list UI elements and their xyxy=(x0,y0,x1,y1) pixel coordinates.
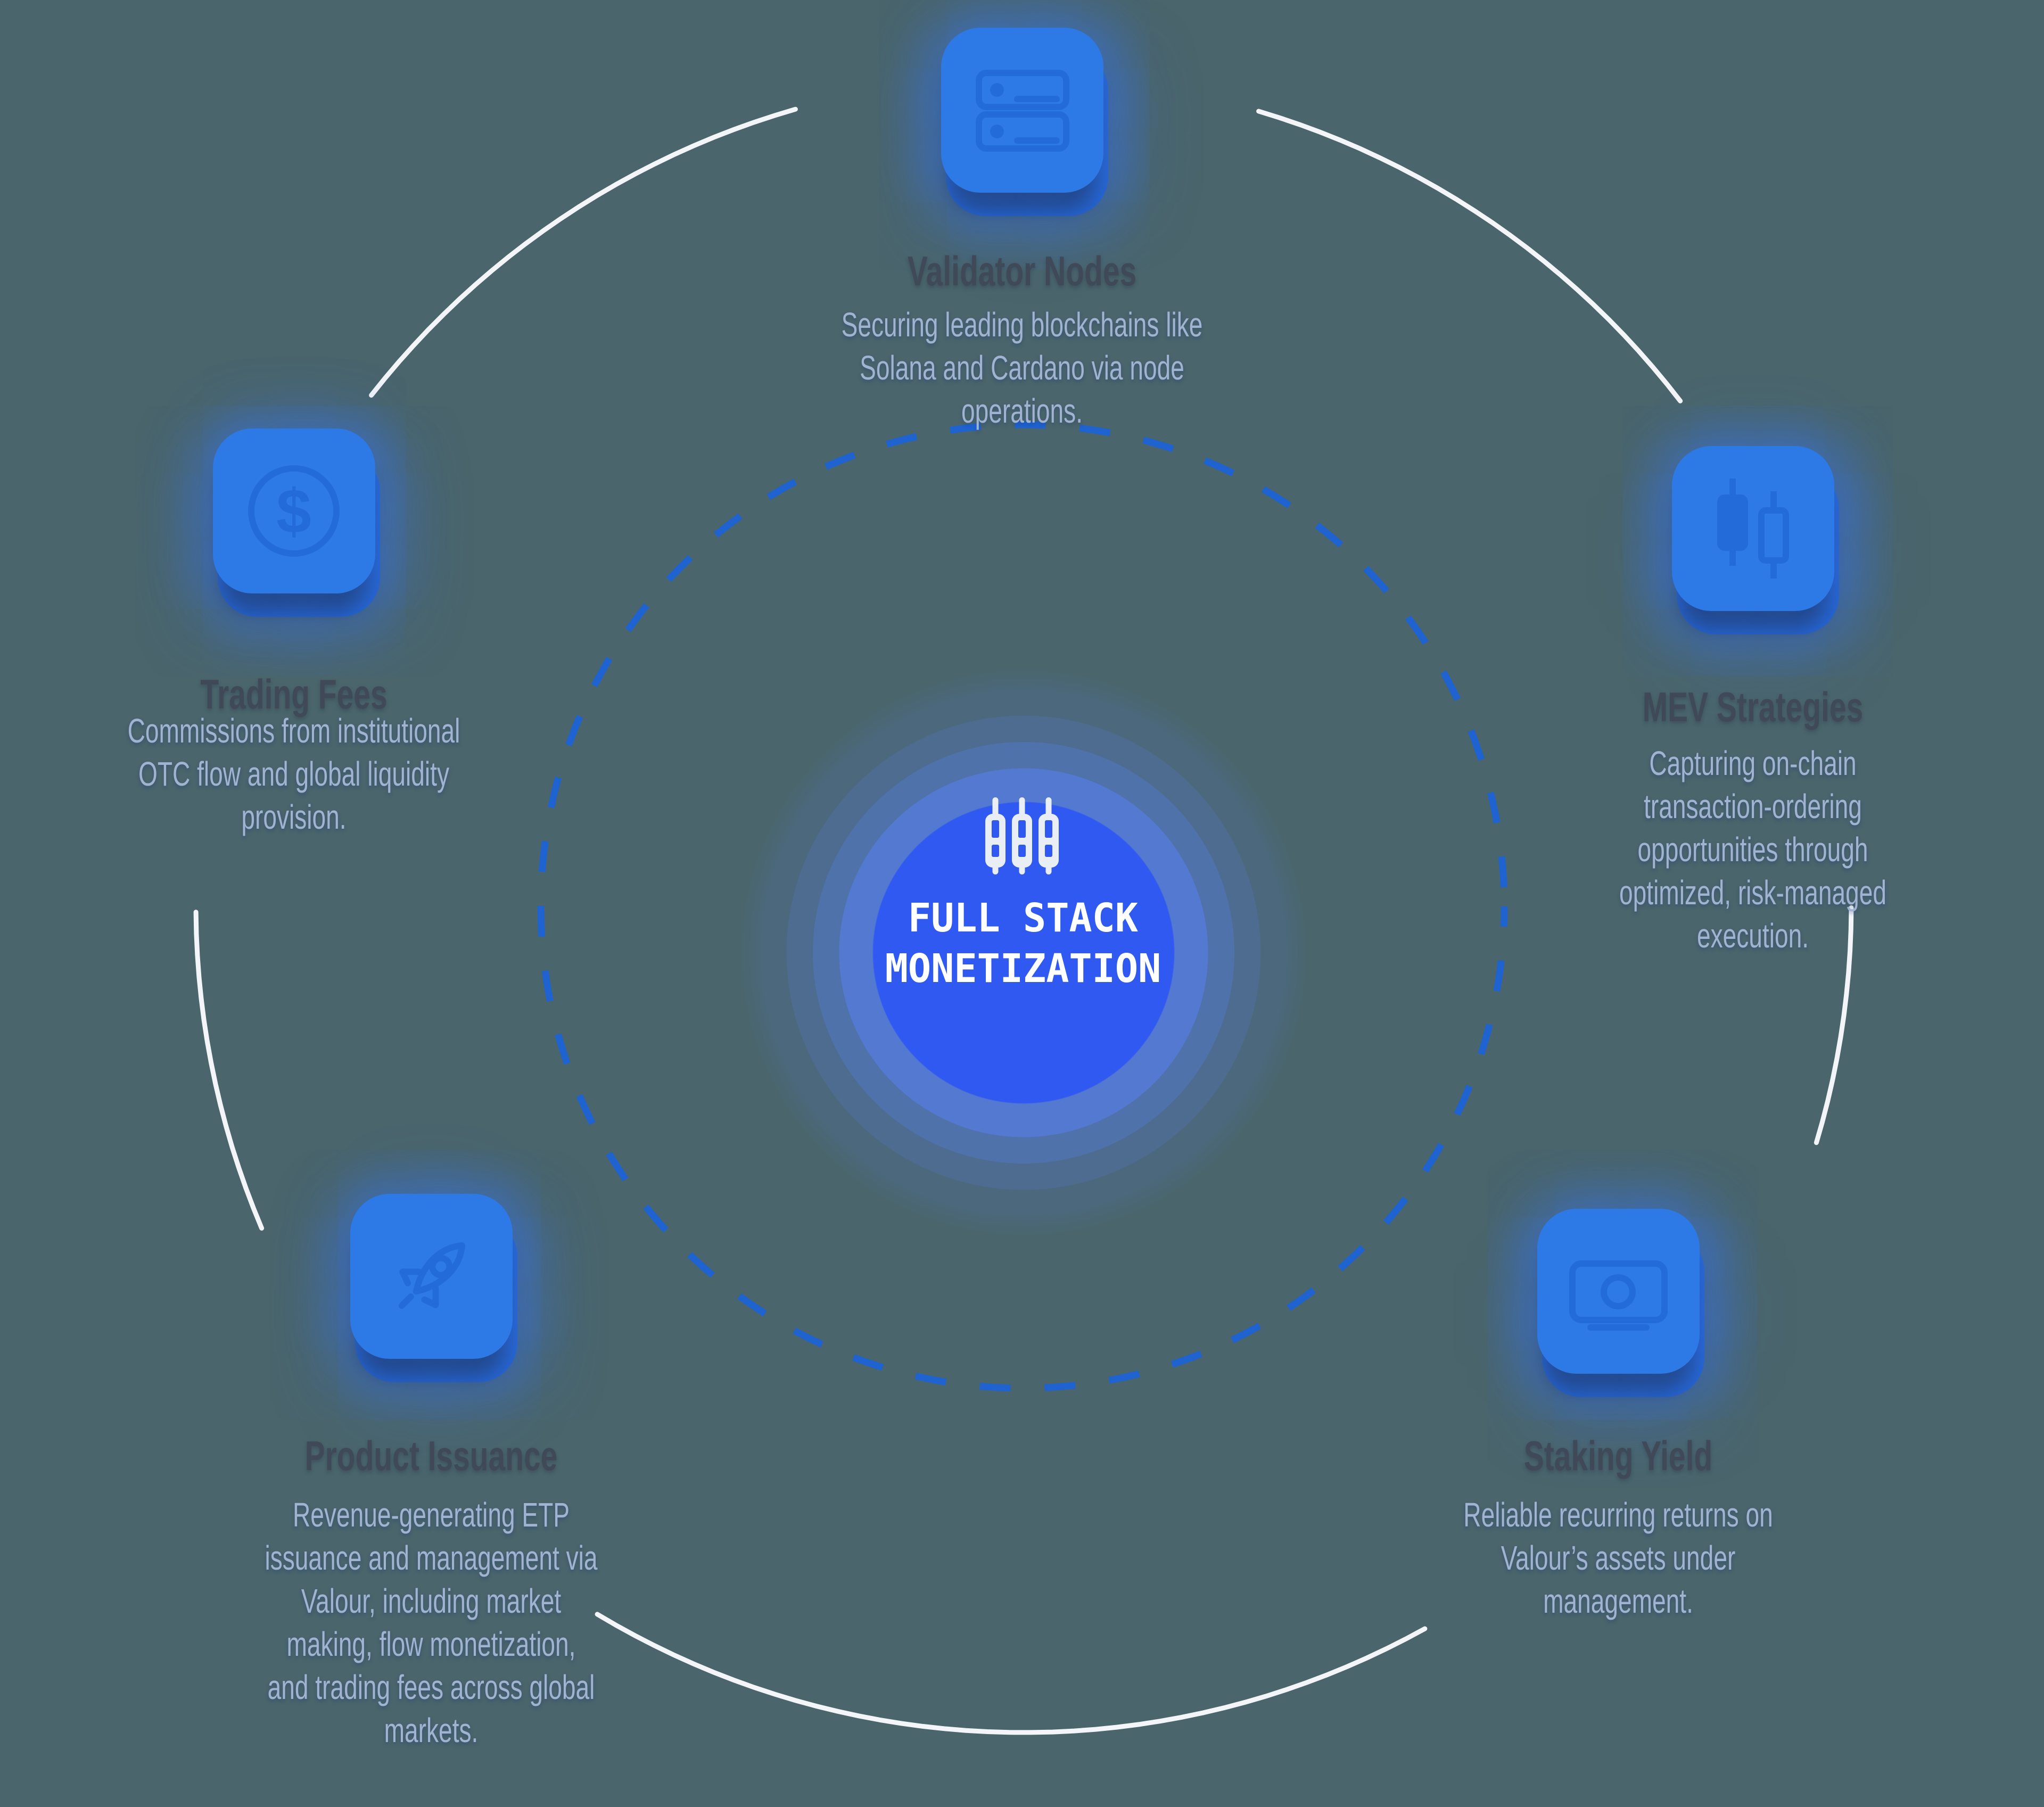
node-description-line: operations. xyxy=(961,392,1083,430)
node-description-line: issuance and management via xyxy=(265,1539,598,1577)
node-description-line: Revenue-generating ETP xyxy=(293,1496,570,1534)
candlestick-icon xyxy=(1672,446,1834,611)
node-description-line: markets. xyxy=(384,1711,479,1750)
node-description-line: OTC flow and global liquidity xyxy=(138,755,449,793)
node-title: Product Issuance xyxy=(304,1432,558,1479)
node-description-line: and trading fees across global xyxy=(267,1668,595,1706)
svg-text:$: $ xyxy=(276,476,311,547)
trading-app-icon: $ xyxy=(213,428,380,617)
node-description-line: provision. xyxy=(241,798,347,836)
node-description-line: Capturing on-chain xyxy=(1649,744,1857,782)
node-title: Staking Yield xyxy=(1523,1432,1713,1479)
banknote-icon xyxy=(1537,1209,1700,1374)
node-description-line: Valour, including market xyxy=(301,1582,562,1620)
center-label: FULL STACK MONETIZATION xyxy=(713,893,1333,994)
center-label-line2: MONETIZATION xyxy=(885,946,1161,992)
node-description-line: making, flow monetization, xyxy=(286,1625,576,1663)
node-description-line: transaction-ordering xyxy=(1644,787,1862,826)
center-label-line1: FULL STACK xyxy=(908,895,1139,941)
node-description-line: optimized, risk-managed xyxy=(1619,873,1886,912)
server-icon xyxy=(941,28,1103,193)
node-description-line: Reliable recurring returns on xyxy=(1463,1496,1773,1534)
node-description-line: Solana and Cardano via node xyxy=(860,349,1184,387)
node-title: Trading Fees xyxy=(200,671,388,717)
node-description-line: management. xyxy=(1543,1582,1693,1620)
product-app-icon xyxy=(350,1194,517,1382)
node-title: Validator Nodes xyxy=(907,247,1137,294)
node-description-line: Valour’s assets under xyxy=(1501,1539,1736,1577)
mev-app-icon xyxy=(1672,446,1839,634)
center-glow xyxy=(651,580,1396,1325)
sliders-icon xyxy=(984,797,1061,877)
node-description: Reliable recurring returns on Valour’s as… xyxy=(1388,1494,1848,1623)
staking-app-icon xyxy=(1537,1209,1704,1397)
dollar-circle-icon: $ xyxy=(213,428,375,593)
node-description: Revenue-generating ETP issuance and manag… xyxy=(201,1494,661,1752)
rocket-icon xyxy=(350,1194,513,1359)
node-description-line: Commissions from institutional xyxy=(127,712,460,750)
node-title: MEV Strategies xyxy=(1642,683,1864,730)
validator-app-icon xyxy=(941,28,1108,216)
node-description-line: execution. xyxy=(1696,917,1809,955)
node-description-line: opportunities through xyxy=(1637,830,1868,869)
node-description: Capturing on-chain transaction-ordering op… xyxy=(1523,742,1983,958)
node-description-line: Securing leading blockchains like xyxy=(841,306,1203,344)
